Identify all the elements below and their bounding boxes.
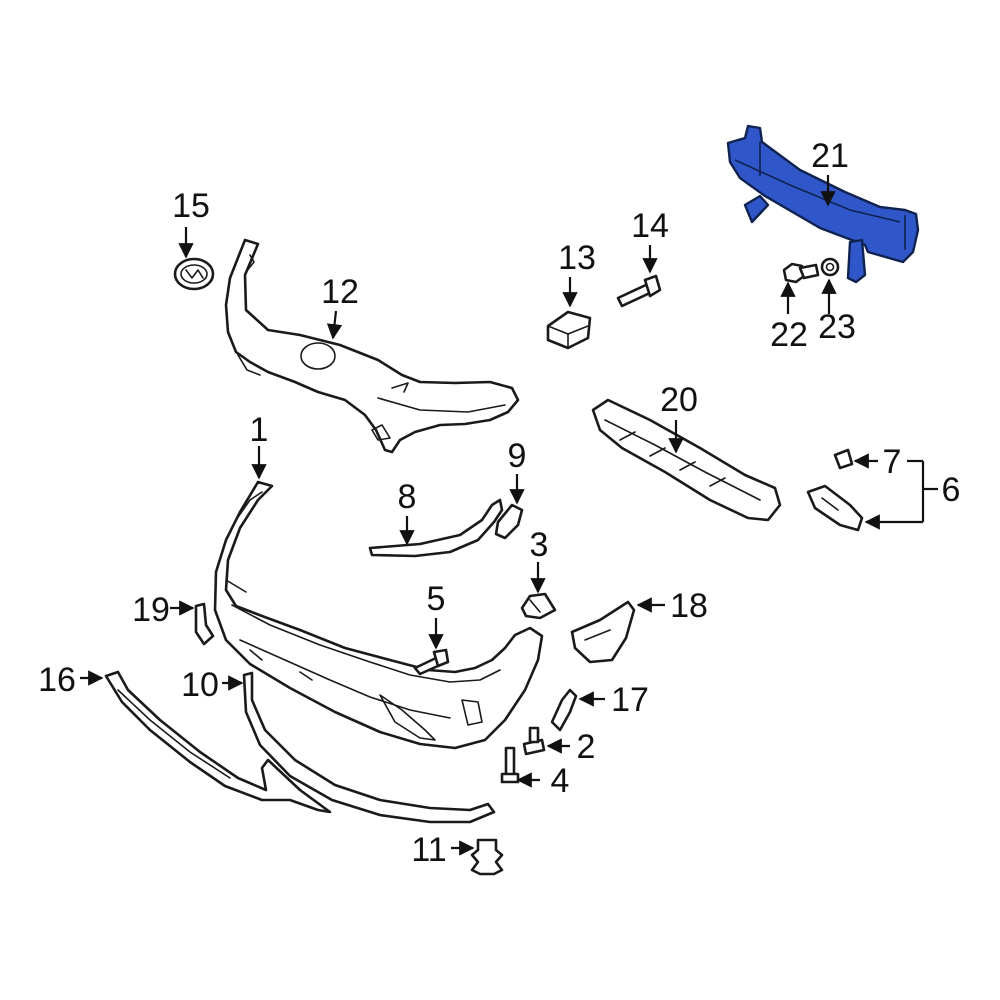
callout-19[interactable]: 19 <box>132 591 170 629</box>
callout-8[interactable]: 8 <box>398 478 417 516</box>
part-22-bolt[interactable] <box>782 262 820 284</box>
callout-21[interactable]: 21 <box>811 137 849 175</box>
part-16-lower-molding[interactable] <box>104 670 332 814</box>
callout-20[interactable]: 20 <box>660 381 698 419</box>
callout-11[interactable]: 11 <box>411 831 446 869</box>
part-2-clip[interactable] <box>522 726 546 756</box>
callout-22[interactable]: 22 <box>770 316 808 354</box>
part-19-bracket[interactable] <box>194 602 215 646</box>
callout-13[interactable]: 13 <box>558 239 596 277</box>
callout-16[interactable]: 16 <box>38 661 76 699</box>
callout-18[interactable]: 18 <box>670 587 708 625</box>
callout-4[interactable]: 4 <box>551 762 570 800</box>
part-20-energy-absorber[interactable] <box>591 398 782 522</box>
callout-12[interactable]: 12 <box>321 273 359 311</box>
part-15-emblem[interactable] <box>173 257 215 291</box>
part-23-nut[interactable] <box>820 257 840 277</box>
callout-2[interactable]: 2 <box>577 728 596 766</box>
callout-3[interactable]: 3 <box>530 526 549 564</box>
callout-10[interactable]: 10 <box>181 666 219 704</box>
part-11-grommet[interactable] <box>470 838 504 876</box>
part-10-lower-garnish[interactable] <box>242 671 496 824</box>
callout-14[interactable]: 14 <box>631 207 669 245</box>
part-9-bracket[interactable] <box>494 503 524 540</box>
callout-5[interactable]: 5 <box>427 580 446 618</box>
part-1-bumper-cover[interactable] <box>213 480 544 750</box>
callout-9[interactable]: 9 <box>508 437 527 475</box>
part-6-side-bracket[interactable] <box>806 484 864 532</box>
part-14-bolt[interactable] <box>616 274 662 308</box>
part-4-screw[interactable] <box>500 746 520 784</box>
callout-7[interactable]: 7 <box>883 443 902 481</box>
part-17-reflector[interactable] <box>550 688 578 732</box>
callout-leaders <box>80 175 938 856</box>
callout-labels: 1 2 3 4 5 6 7 8 9 10 11 12 13 14 15 16 1… <box>38 137 960 869</box>
part-5-screw[interactable] <box>413 648 450 676</box>
part-7-clip[interactable] <box>833 448 854 470</box>
callout-23[interactable]: 23 <box>818 308 856 346</box>
callout-6[interactable]: 6 <box>942 471 961 509</box>
callout-15[interactable]: 15 <box>172 187 210 225</box>
part-3-cap[interactable] <box>520 592 557 620</box>
part-13-bracket[interactable] <box>546 310 592 350</box>
callout-17[interactable]: 17 <box>611 681 649 719</box>
part-12-radiator-grille[interactable] <box>224 238 520 454</box>
part-8-trim-strip[interactable] <box>368 498 504 558</box>
callout-1[interactable]: 1 <box>250 411 269 449</box>
part-18-side-cover[interactable] <box>570 600 636 664</box>
